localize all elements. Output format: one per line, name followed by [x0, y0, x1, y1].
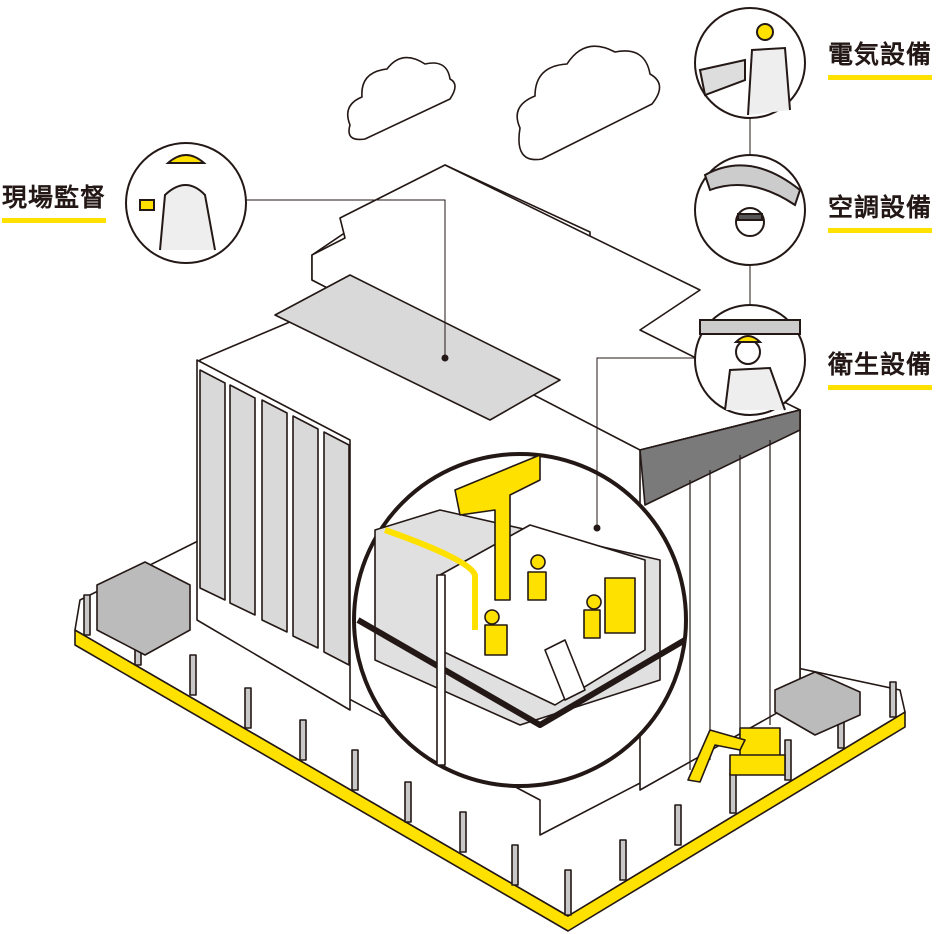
electrical-callout: [694, 7, 806, 119]
excavator: [687, 727, 786, 783]
supervisor-callout: [125, 142, 247, 264]
plumbing-callout: [694, 304, 806, 416]
leader-lines: [245, 117, 751, 528]
label-underline: [828, 228, 933, 233]
label-electrical: 電気設備: [828, 40, 933, 80]
pointer-dot: [441, 354, 449, 362]
label-hvac: 空調設備: [828, 193, 933, 233]
cloud-left: [346, 56, 456, 141]
label-site-supervisor: 現場監督: [2, 183, 107, 223]
label-text: 空調設備: [828, 193, 933, 222]
label-text: 現場監督: [2, 183, 107, 212]
label-text: 電気設備: [828, 40, 933, 69]
hvac-callout: [694, 154, 806, 266]
label-plumbing: 衛生設備: [828, 350, 933, 390]
concrete-blocks: [774, 671, 861, 736]
material-stack: [96, 561, 191, 656]
facade-windows: [199, 369, 350, 666]
label-text: 衛生設備: [828, 350, 933, 379]
label-underline: [2, 218, 107, 223]
pointer-dot: [593, 524, 601, 532]
label-underline: [828, 385, 933, 390]
label-underline: [828, 75, 933, 80]
roof-parapet: [274, 274, 561, 421]
zoom-interior: [356, 454, 687, 766]
cloud-right: [516, 45, 661, 161]
